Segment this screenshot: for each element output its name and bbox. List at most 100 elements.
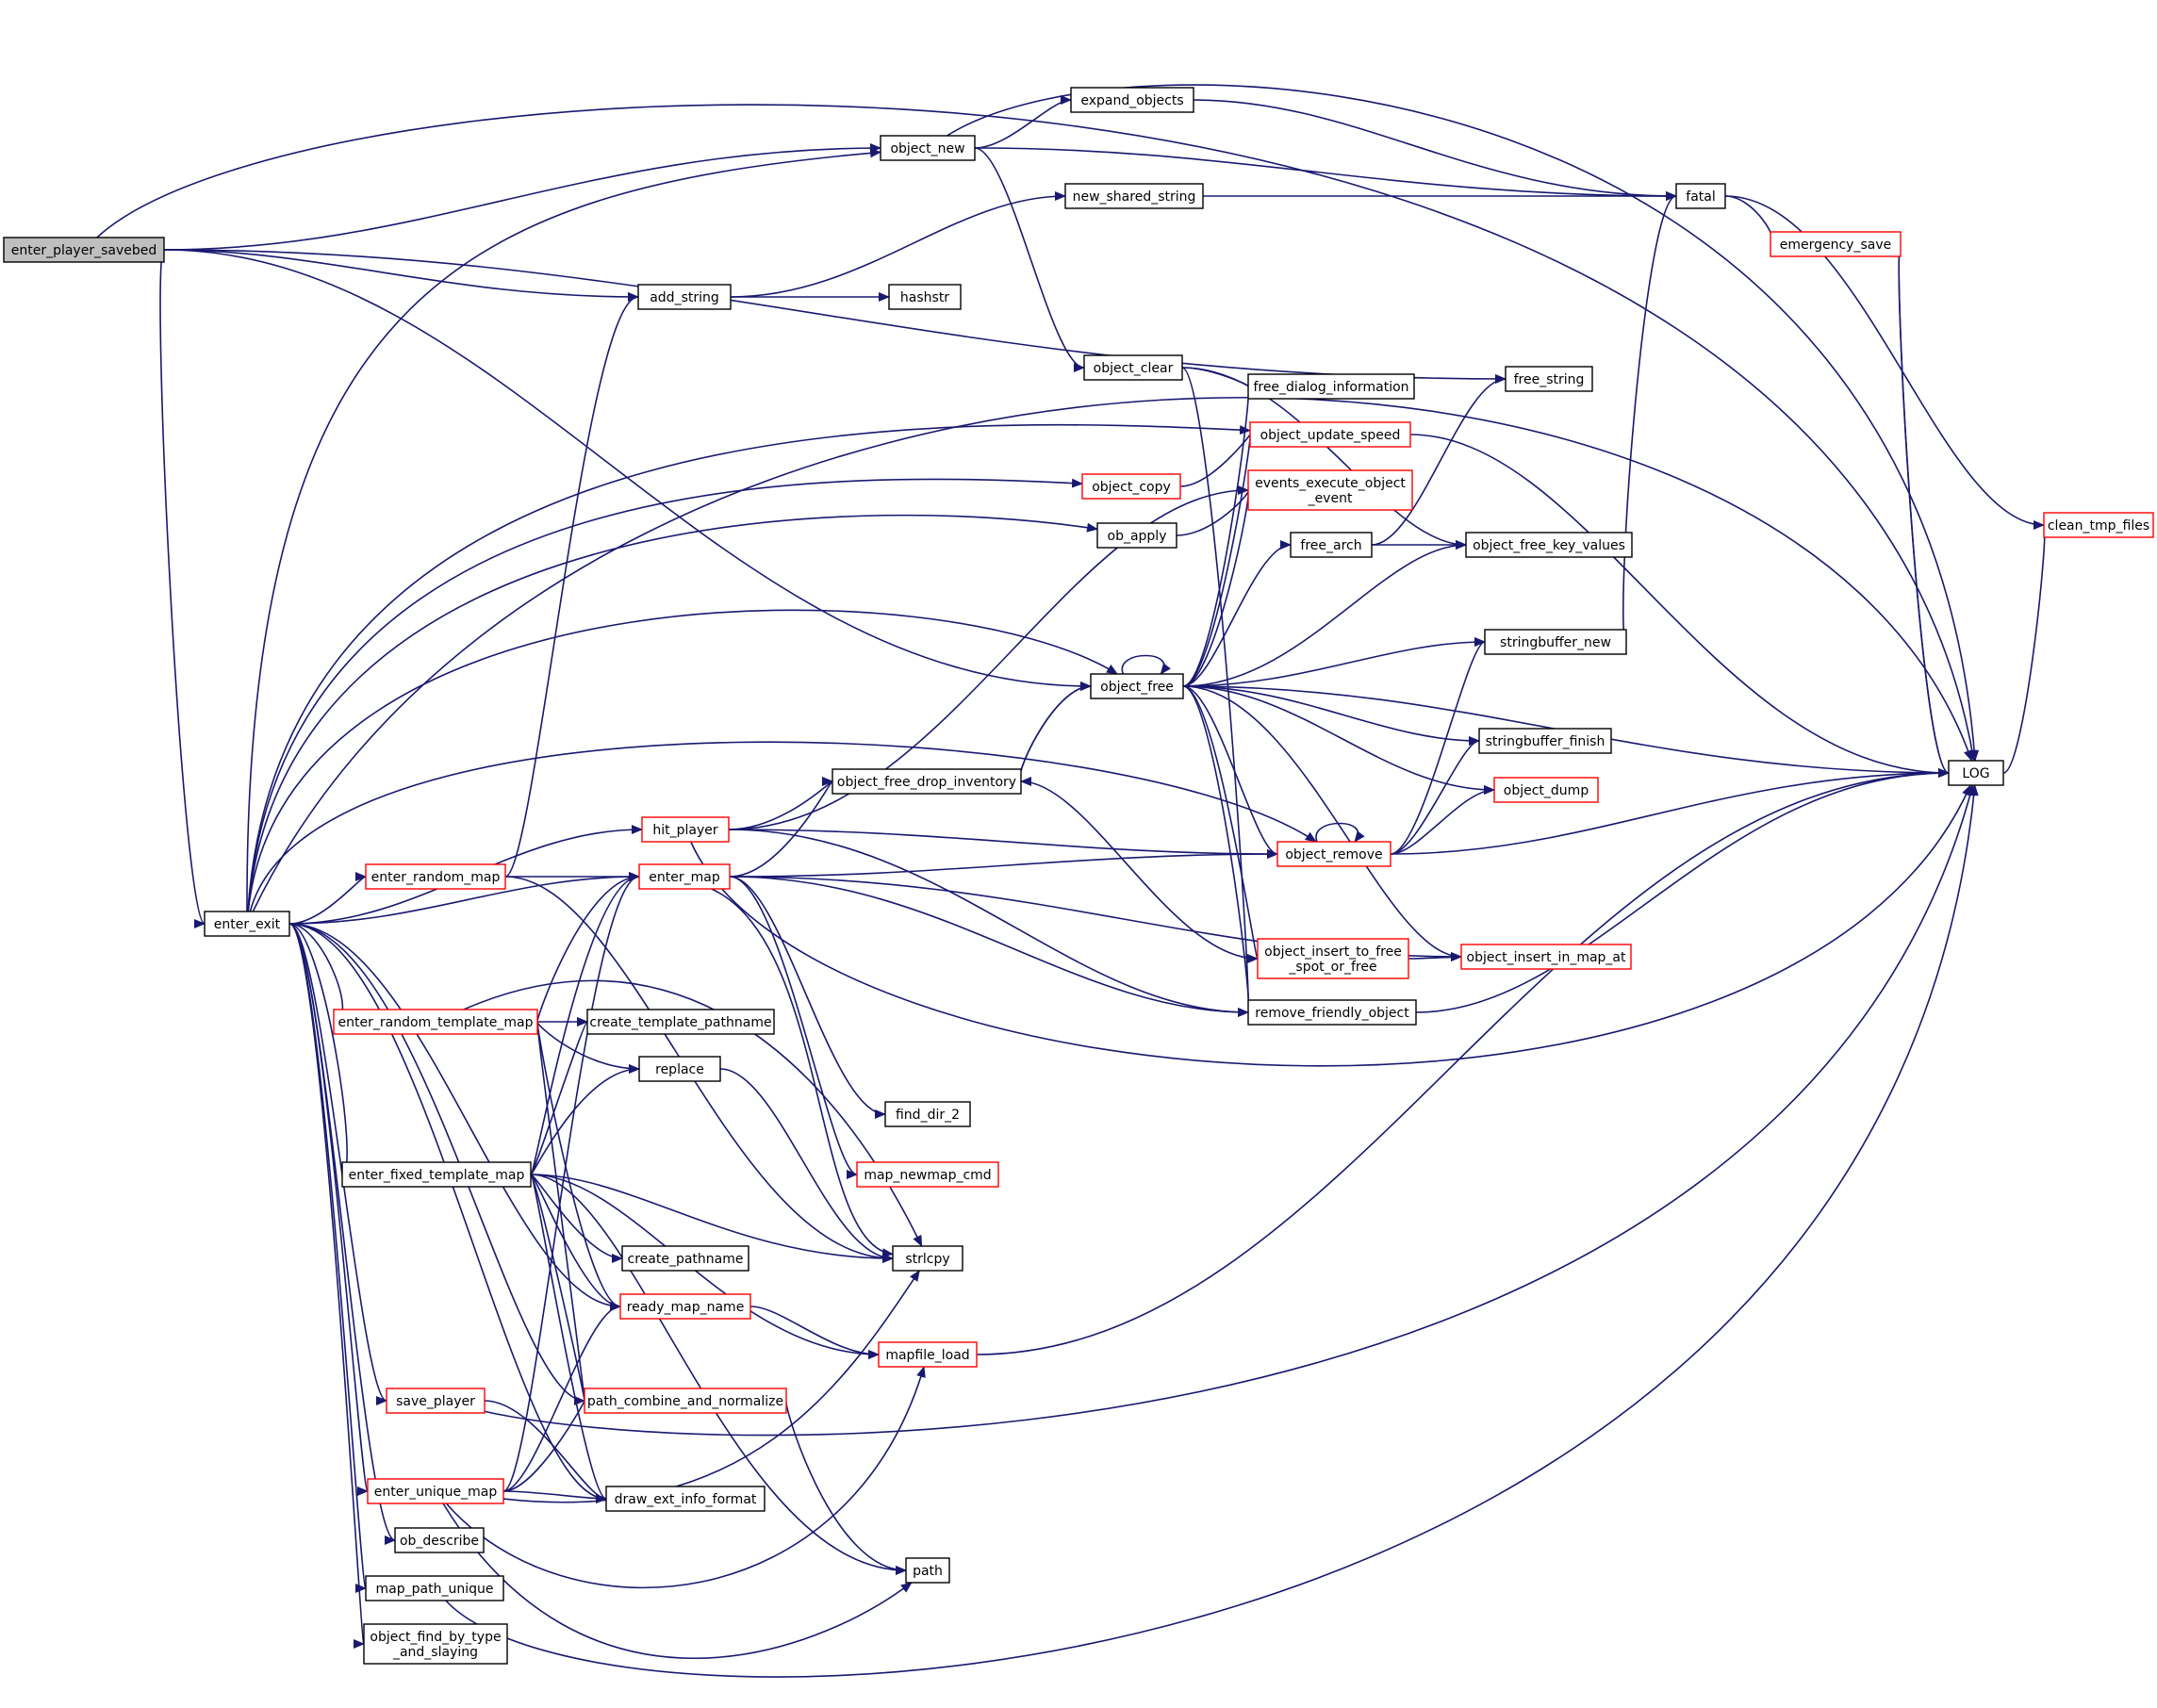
node-ob_apply[interactable]: ob_apply [1096, 522, 1177, 549]
node-box [1247, 373, 1415, 400]
node-hashstr[interactable]: hashstr [888, 284, 962, 310]
node-box [641, 816, 730, 843]
node-object_new[interactable]: object_new [880, 135, 976, 161]
node-object_free[interactable]: object_free [1090, 673, 1184, 699]
edge-ready_map_name-to-mapfile_load [749, 1306, 880, 1359]
edge-enter_exit-to-object_update_speed [247, 423, 1251, 912]
node-enter_map[interactable]: enter_map [638, 863, 731, 890]
edge-fatal-to-clean_tmp_files [1724, 195, 2045, 530]
node-LOG[interactable]: LOG [1948, 760, 2004, 786]
node-box [638, 863, 731, 890]
node-stringbuffer_new[interactable]: stringbuffer_new [1484, 629, 1627, 655]
edge-enter_player_savebed-to-object_new [163, 143, 881, 251]
edge-enter_exit-to-ob_describe [288, 923, 396, 1545]
node-ob_describe[interactable]: ob_describe [394, 1527, 485, 1553]
node-object_free_key_values[interactable]: object_free_key_values [1465, 532, 1633, 558]
node-label: object_new [890, 141, 964, 156]
node-add_string[interactable]: add_string [637, 284, 732, 310]
node-label: enter_exit [214, 917, 281, 932]
edge-enter_fixed_template_map-to-create_template_pathname [530, 1017, 588, 1175]
node-save_player[interactable]: save_player [386, 1388, 486, 1414]
edge-enter_player_savebed-to-enter_exit [159, 249, 206, 928]
node-box [1096, 522, 1177, 549]
edge-enter_fixed_template_map-to-replace [530, 1064, 640, 1175]
node-box [1083, 354, 1183, 381]
node-strlcpy[interactable]: strlcpy [892, 1245, 963, 1272]
node-new_shared_string[interactable]: new_shared_string [1064, 183, 1204, 209]
node-free_string[interactable]: free_string [1505, 366, 1593, 392]
node-label: remove_friendly_object [1255, 1006, 1409, 1021]
node-box [1090, 673, 1184, 699]
node-map_path_unique[interactable]: map_path_unique [365, 1575, 504, 1601]
node-enter_unique_map[interactable]: enter_unique_map [367, 1478, 504, 1504]
node-expand_objects[interactable]: expand_objects [1070, 87, 1194, 113]
node-draw_ext_info_format[interactable]: draw_ext_info_format [605, 1486, 766, 1512]
node-label: map_newmap_cmd [864, 1168, 991, 1183]
node-label: ready_map_name [627, 1300, 745, 1315]
node-box [584, 1388, 787, 1414]
edge-enter_unique_map-to-path [442, 1503, 913, 1660]
node-enter_exit[interactable]: enter_exit [204, 911, 290, 937]
node-remove_friendly_object[interactable]: remove_friendly_object [1247, 999, 1417, 1026]
node-box [619, 1293, 751, 1320]
node-object_free_drop_inventory[interactable]: object_free_drop_inventory [832, 768, 1022, 795]
edge-hit_player-to-object_remove [728, 829, 1278, 859]
node-stringbuffer_finish[interactable]: stringbuffer_finish [1478, 728, 1612, 754]
edge-object_free-to-object_remove [1182, 685, 1278, 859]
edge-hit_player-to-LOG [690, 784, 1971, 1067]
node-create_pathname[interactable]: create_pathname [621, 1245, 749, 1272]
edge-enter_unique_map-to-ready_map_name [502, 1302, 621, 1492]
node-ready_map_name[interactable]: ready_map_name [619, 1293, 751, 1320]
node-object_find_by_type_and_slaying[interactable]: object_find_by_type_and_slaying [363, 1623, 508, 1665]
node-box [1770, 231, 1902, 257]
node-label: object_free [1100, 680, 1174, 695]
node-events_execute_object_event[interactable]: events_execute_object_event [1247, 469, 1413, 511]
node-replace[interactable]: replace [638, 1056, 721, 1082]
node-emergency_save[interactable]: emergency_save [1770, 231, 1902, 257]
edge-enter_fixed_template_map-to-draw_ext_info_format [530, 1174, 607, 1503]
edge-hit_player-to-events_execute_object_event [728, 485, 1249, 830]
node-clean_tmp_files[interactable]: clean_tmp_files [2043, 512, 2154, 538]
node-object_insert_to_free_spot_or_free[interactable]: object_insert_to_free_spot_or_free [1257, 938, 1409, 979]
node-label: create_pathname [628, 1252, 744, 1267]
node-label: object_clear [1094, 361, 1174, 376]
node-enter_random_map[interactable]: enter_random_map [365, 863, 506, 890]
node-object_dump[interactable]: object_dump [1493, 777, 1599, 803]
node-box [333, 1009, 538, 1035]
node-free_dialog_information[interactable]: free_dialog_information [1247, 373, 1415, 400]
node-enter_random_template_map[interactable]: enter_random_template_map [333, 1009, 538, 1035]
node-mapfile_load[interactable]: mapfile_load [878, 1341, 978, 1368]
node-free_arch[interactable]: free_arch [1290, 532, 1373, 558]
node-box [1484, 629, 1627, 655]
node-label: stringbuffer_new [1500, 635, 1611, 650]
node-label: LOG [1962, 766, 1989, 781]
node-object_copy[interactable]: object_copy [1081, 473, 1181, 500]
node-map_newmap_cmd[interactable]: map_newmap_cmd [856, 1161, 999, 1188]
node-label: object_find_by_type [370, 1630, 501, 1645]
node-label: expand_objects [1080, 93, 1183, 108]
node-label: events_execute_object [1255, 476, 1406, 491]
edge-enter_player_savebed-to-LOG [96, 104, 1977, 762]
node-fatal[interactable]: fatal [1675, 183, 1726, 209]
node-layer: enter_player_savebed enter_exit object_new… [3, 87, 2154, 1665]
node-path_combine_and_normalize[interactable]: path_combine_and_normalize [584, 1388, 787, 1414]
node-find_dir_2[interactable]: find_dir_2 [884, 1101, 971, 1127]
edge-enter_map-to-object_remove [729, 849, 1278, 878]
edge-object_clear-to-free_dialog_information [1181, 367, 1260, 391]
node-box [1493, 777, 1599, 803]
node-object_clear[interactable]: object_clear [1083, 354, 1183, 381]
node-label: ob_describe [400, 1534, 479, 1549]
node-create_template_pathname[interactable]: create_template_pathname [586, 1009, 775, 1035]
edge-object_free-to-object_dump [1182, 685, 1495, 795]
edge-object_clear-to-remove_friendly_object [1181, 367, 1260, 1016]
node-hit_player[interactable]: hit_player [641, 816, 730, 843]
node-box [365, 863, 506, 890]
node-enter_player_savebed[interactable]: enter_player_savebed [3, 237, 165, 263]
node-enter_fixed_template_map[interactable]: enter_fixed_template_map [341, 1161, 532, 1188]
edge-enter_unique_map-to-draw_ext_info_format [502, 1490, 607, 1503]
node-path[interactable]: path [905, 1557, 950, 1584]
node-object_remove[interactable]: object_remove [1276, 841, 1391, 867]
node-object_update_speed[interactable]: object_update_speed [1249, 421, 1411, 448]
node-object_insert_in_map_at[interactable]: object_insert_in_map_at [1460, 944, 1632, 970]
node-label: free_dialog_information [1253, 380, 1408, 395]
